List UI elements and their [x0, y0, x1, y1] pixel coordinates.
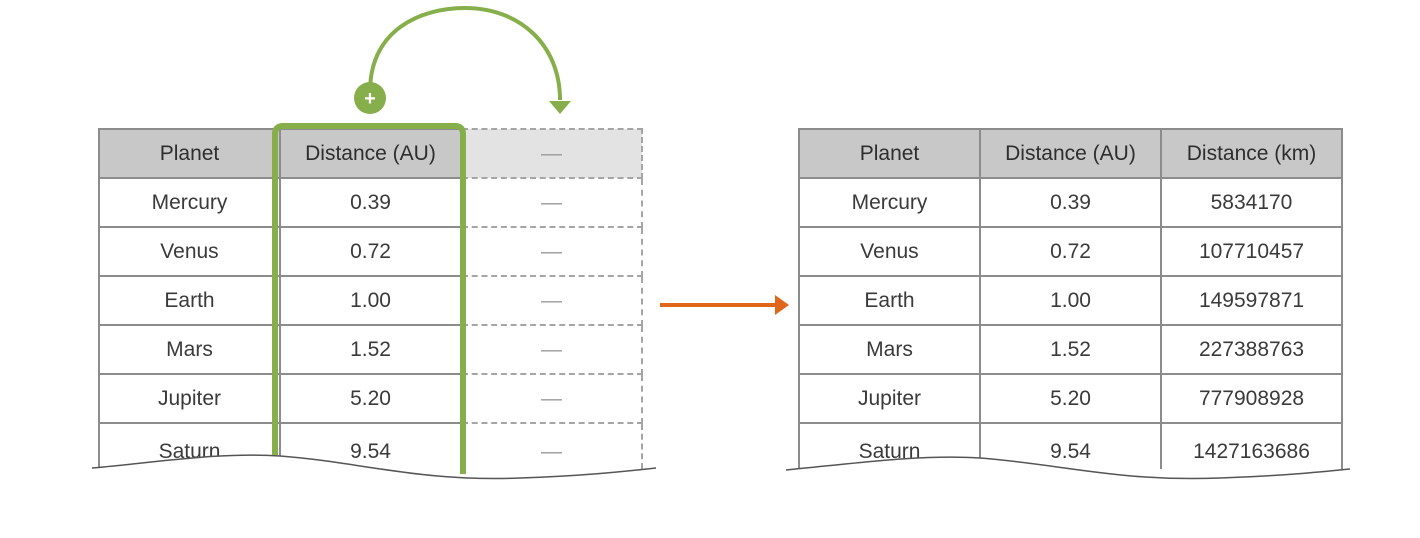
cell-planet: Saturn [798, 422, 981, 469]
column-header-distance-au: Distance (AU) [279, 128, 462, 179]
cell-distance-au: 0.72 [979, 226, 1162, 277]
table-row: Venus 0.72 107710457 [798, 226, 1343, 277]
table-header-row: Planet Distance (AU) — [98, 128, 643, 179]
cell-distance-km: 227388763 [1160, 324, 1343, 375]
cell-placeholder: — [460, 422, 643, 469]
cell-planet: Saturn [98, 422, 281, 469]
cell-distance-au: 1.00 [279, 275, 462, 326]
column-header-planet: Planet [98, 128, 281, 179]
cell-planet: Venus [98, 226, 281, 277]
column-header-planet: Planet [798, 128, 981, 179]
cell-placeholder: — [460, 275, 643, 326]
table-header-row: Planet Distance (AU) Distance (km) [798, 128, 1343, 179]
cell-planet: Mercury [98, 177, 281, 228]
cell-planet: Mercury [798, 177, 981, 228]
source-table: Planet Distance (AU) — Mercury 0.39 — Ve… [98, 128, 643, 469]
cell-distance-au: 9.54 [979, 422, 1162, 469]
table-row: Saturn 9.54 1427163686 [798, 422, 1343, 469]
table-row: Jupiter 5.20 777908928 [798, 373, 1343, 424]
cell-placeholder: — [460, 226, 643, 277]
table-row: Earth 1.00 — [98, 275, 643, 326]
table-row: Venus 0.72 — [98, 226, 643, 277]
cell-distance-km: 5834170 [1160, 177, 1343, 228]
table-row: Mars 1.52 227388763 [798, 324, 1343, 375]
duplicate-arrowhead [549, 101, 571, 114]
table-row: Earth 1.00 149597871 [798, 275, 1343, 326]
cell-planet: Venus [798, 226, 981, 277]
cell-distance-au: 5.20 [979, 373, 1162, 424]
cell-distance-au: 0.39 [979, 177, 1162, 228]
column-header-distance-au: Distance (AU) [979, 128, 1162, 179]
cell-distance-au: 0.72 [279, 226, 462, 277]
table-row: Jupiter 5.20 — [98, 373, 643, 424]
cell-distance-au: 1.52 [279, 324, 462, 375]
cell-distance-au: 1.00 [979, 275, 1162, 326]
cell-planet: Earth [798, 275, 981, 326]
cell-placeholder: — [460, 373, 643, 424]
duplicate-arrow [368, 5, 562, 101]
table-row: Mercury 0.39 — [98, 177, 643, 228]
table-row: Saturn 9.54 — [98, 422, 643, 469]
cell-distance-au: 0.39 [279, 177, 462, 228]
cell-distance-au: 5.20 [279, 373, 462, 424]
cell-planet: Earth [98, 275, 281, 326]
torn-edge-right [786, 457, 1350, 538]
cell-placeholder: — [460, 177, 643, 228]
cell-planet: Mars [798, 324, 981, 375]
cell-distance-km: 777908928 [1160, 373, 1343, 424]
cell-planet: Jupiter [798, 373, 981, 424]
add-badge [354, 82, 386, 114]
table-row: Mars 1.52 — [98, 324, 643, 375]
table-row: Mercury 0.39 5834170 [798, 177, 1343, 228]
cell-distance-km: 107710457 [1160, 226, 1343, 277]
cell-distance-km: 149597871 [1160, 275, 1343, 326]
result-arrowhead [775, 295, 789, 315]
cell-placeholder: — [460, 324, 643, 375]
cell-planet: Jupiter [98, 373, 281, 424]
result-table: Planet Distance (AU) Distance (km) Mercu… [798, 128, 1343, 469]
cell-planet: Mars [98, 324, 281, 375]
column-header-distance-km: Distance (km) [1160, 128, 1343, 179]
column-header-placeholder: — [460, 128, 643, 179]
cell-distance-au: 1.52 [979, 324, 1162, 375]
cell-distance-au: 9.54 [279, 422, 462, 469]
cell-distance-km: 1427163686 [1160, 422, 1343, 469]
add-badge-symbol: + [364, 88, 376, 110]
